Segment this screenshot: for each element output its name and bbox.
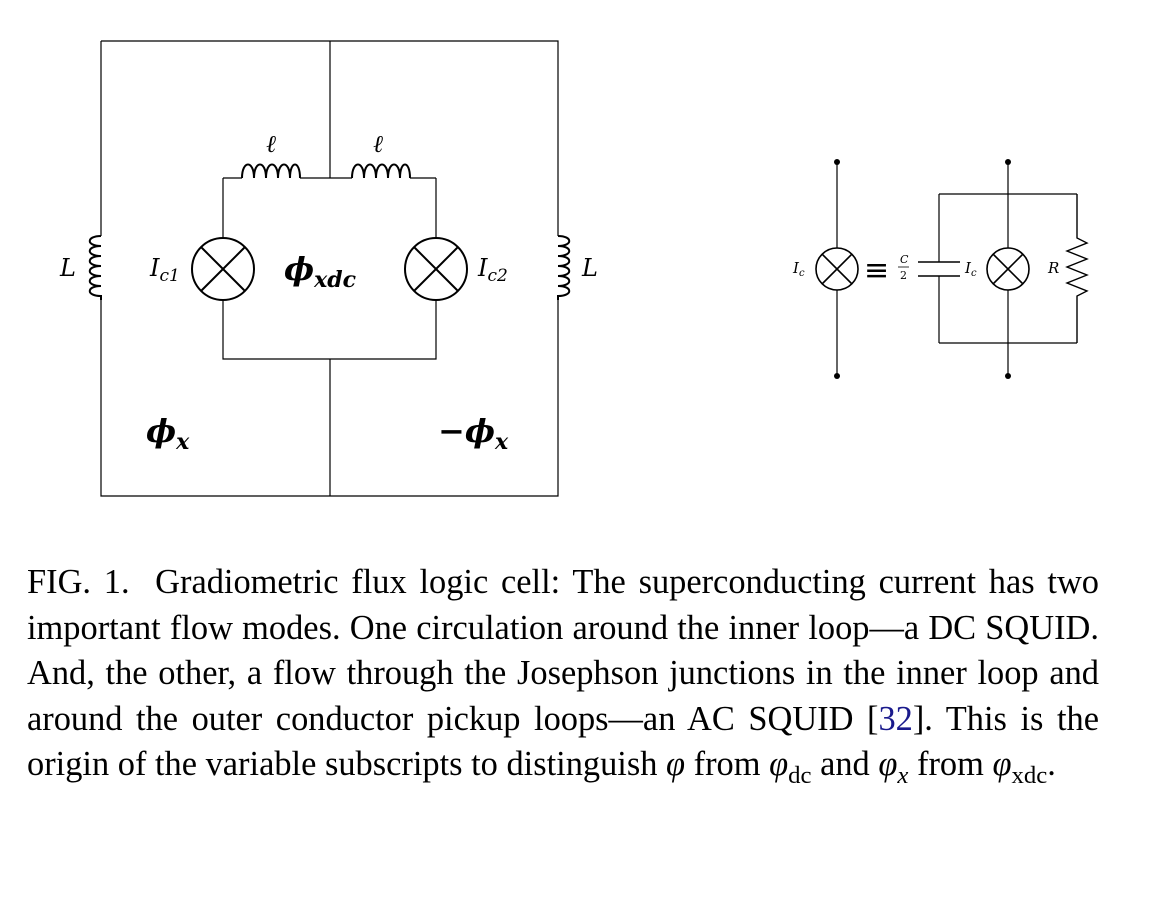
small-inductor-2-label: ℓ — [373, 130, 383, 158]
phi-xdc-subscript: xdc — [1011, 762, 1048, 790]
inductor-left-label: L — [59, 254, 76, 282]
capacitor-label-den: 2 — [900, 269, 907, 282]
phi-dc-symbol: φ — [769, 745, 789, 784]
caption-text-6: . — [1047, 745, 1056, 784]
junction-equivalent-diagram — [815, 162, 1089, 376]
junction-2-label: Ic2 — [477, 254, 508, 286]
caption-text-2: ]. This is the origin of the variable su… — [27, 699, 1099, 784]
gradiometric-cell-diagram — [88, 40, 571, 497]
small-inductor-1-label: ℓ — [266, 130, 276, 158]
josephson-junction-symbol — [815, 247, 859, 291]
caption-text-5: from — [908, 745, 993, 784]
caption-text-4: and — [811, 745, 879, 784]
outer-wire-left — [100, 41, 330, 497]
small-inductor-2-coil — [351, 163, 411, 179]
rcsj-junction-label: Ic — [964, 259, 977, 279]
equivalence-symbol: ≡ — [864, 253, 889, 288]
caption-text-1: Gradiometric flux logic cell: The superc… — [27, 563, 1100, 738]
center-flux-label: ϕxdc — [284, 250, 357, 293]
resistor-label: R — [1047, 259, 1059, 277]
rcsj-junction — [986, 247, 1030, 291]
capacitor — [918, 261, 960, 277]
junction-symbol-label: Ic — [792, 259, 805, 279]
citation-link[interactable]: 32 — [878, 699, 913, 738]
flux-right-label: −ϕx — [438, 412, 509, 455]
junction-1-label: Ic1 — [149, 254, 180, 286]
caption-fig-label: FIG. 1. — [27, 563, 130, 601]
resistor — [1065, 194, 1089, 343]
inductor-right-coil — [557, 235, 571, 300]
inductor-left-coil — [88, 235, 102, 300]
josephson-junction-1 — [191, 237, 255, 301]
josephson-junction-2 — [404, 237, 468, 301]
capacitor-label-num: C — [900, 253, 909, 266]
figure-caption: FIG. 1. Gradiometric flux logic cell: Th… — [27, 560, 1099, 788]
terminal-dots — [834, 159, 1011, 379]
rcsj-frame — [938, 193, 1077, 344]
inductor-right-label: L — [581, 254, 598, 282]
flux-left-label: ϕx — [146, 412, 190, 455]
phi-symbol: φ — [666, 745, 686, 784]
phi-xdc-symbol: φ — [992, 745, 1012, 784]
phi-dc-subscript: dc — [788, 762, 812, 790]
caption-text-3: from — [685, 745, 770, 784]
outer-wire-right — [101, 40, 559, 497]
inner-loop-left — [222, 178, 437, 360]
phi-x-subscript: x — [897, 762, 909, 790]
small-inductor-1-coil — [241, 163, 301, 179]
circuit-figure: L L ℓ ℓ Ic1 Ic2 ϕxdc ϕx −ϕx — [59, 40, 1089, 497]
phi-x-symbol: φ — [878, 745, 898, 784]
